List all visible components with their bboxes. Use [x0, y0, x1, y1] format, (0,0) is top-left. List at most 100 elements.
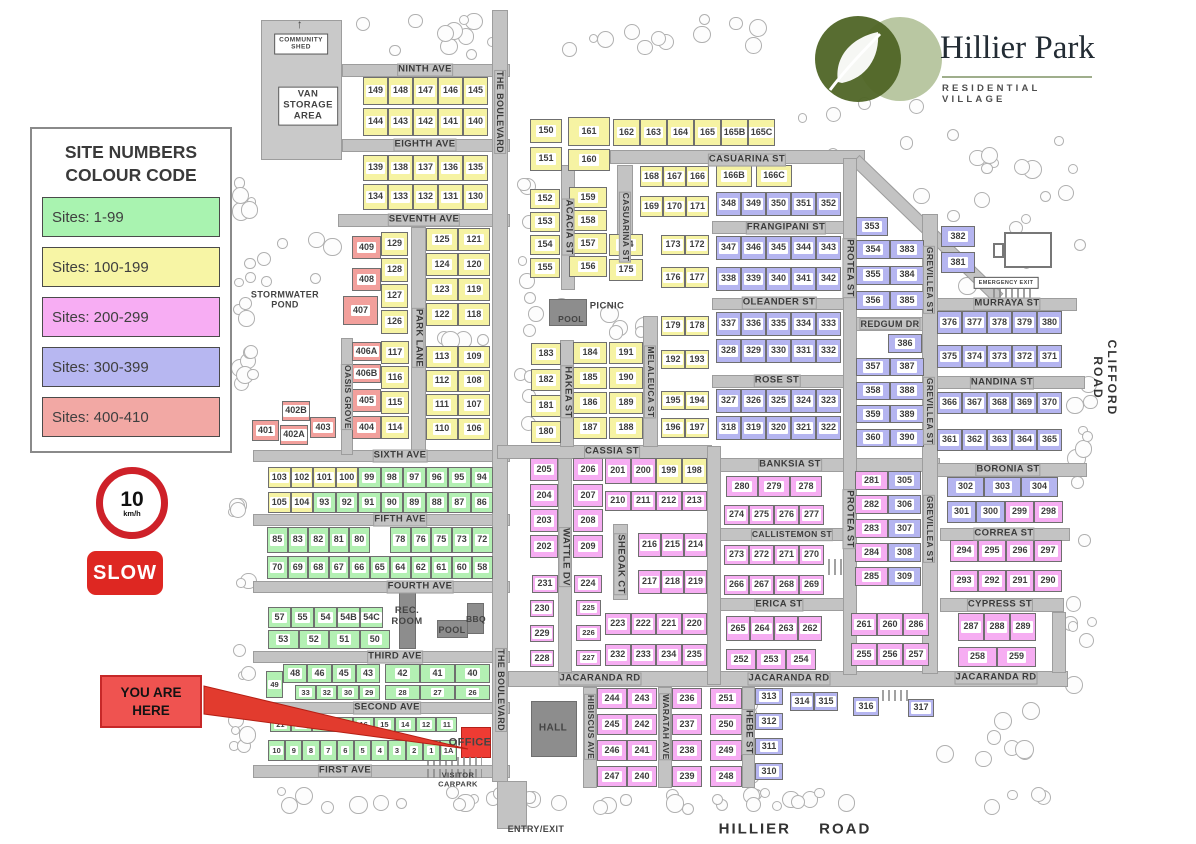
site-179: 179	[661, 316, 685, 336]
site-number: 204	[534, 489, 554, 501]
site-number: 1A	[441, 745, 456, 756]
site-number: 64	[393, 561, 408, 574]
tree-icon	[981, 163, 993, 175]
label-sixth-ave: SIXTH AVE	[372, 449, 428, 463]
site-361: 361	[937, 429, 962, 451]
site-number: 8	[306, 745, 316, 756]
site-number: 205	[534, 463, 554, 476]
site-380: 380	[1037, 311, 1062, 334]
site-number: 42	[395, 667, 410, 680]
site-86: 86	[470, 492, 493, 513]
site-40: 40	[455, 664, 490, 683]
site-167: 167	[663, 166, 686, 187]
site-number: 235	[684, 649, 704, 661]
site-120: 120	[458, 253, 490, 276]
site-number: 346	[743, 242, 764, 254]
site-number: 129	[384, 238, 405, 250]
building	[1004, 232, 1052, 268]
site-260: 260	[877, 613, 903, 636]
site-number: 10	[270, 745, 283, 756]
tree-icon	[935, 745, 954, 764]
site-42: 42	[385, 664, 420, 683]
site-221: 221	[656, 613, 682, 635]
site-283: 283	[855, 519, 888, 538]
tree-icon	[240, 665, 256, 681]
site-number: 152	[535, 193, 555, 205]
site-number: 302	[955, 481, 976, 493]
site-number: 176	[663, 271, 683, 284]
site-150: 150	[530, 119, 562, 143]
site-number: 29	[363, 687, 376, 698]
site-157: 157	[569, 233, 607, 254]
site-401: 401	[252, 420, 279, 441]
site-123: 123	[426, 278, 458, 301]
site-85: 85	[267, 527, 288, 553]
site-number: 189	[616, 397, 636, 409]
site-88: 88	[425, 492, 448, 513]
site-154: 154	[530, 235, 560, 255]
site-147: 147	[413, 77, 438, 105]
label-emergency-exit: EMERGENCY EXIT	[973, 276, 1039, 290]
site-number: 50	[367, 633, 382, 646]
site-155: 155	[530, 258, 560, 278]
site-number: 309	[894, 570, 915, 583]
site-number: 133	[390, 191, 411, 203]
tree-icon	[759, 787, 771, 799]
site-number: 111	[432, 399, 452, 411]
site-286: 286	[903, 613, 929, 636]
site-number: 274	[726, 509, 747, 521]
site-57: 57	[268, 607, 291, 628]
site-153: 153	[530, 212, 560, 232]
site-271: 271	[774, 545, 799, 565]
label-van-storage-area: VAN STORAGE AREA	[278, 86, 338, 126]
site-73: 73	[451, 527, 472, 553]
site-201: 201	[605, 458, 631, 484]
site-number: 317	[911, 702, 931, 714]
site-number: 365	[1039, 434, 1060, 446]
site-number: 51	[337, 633, 352, 646]
tree-icon	[983, 799, 1000, 816]
site-372: 372	[1012, 345, 1037, 368]
site-number: 115	[385, 396, 405, 409]
label-stormwater-pond: STORMWATER POND	[250, 289, 320, 310]
site-366: 366	[937, 392, 962, 414]
site-number: 150	[536, 125, 556, 137]
site-number: 4	[375, 745, 384, 756]
site-number: 311	[759, 740, 779, 753]
site-number: 330	[768, 345, 789, 357]
label-erica-st: ERICA ST	[754, 598, 804, 612]
tree-icon	[388, 44, 401, 57]
label-picnic: PICNIC	[589, 300, 625, 312]
site-3: 3	[388, 740, 406, 761]
site-9: 9	[285, 740, 303, 761]
site-number: 125	[432, 233, 452, 246]
site-238: 238	[672, 740, 702, 761]
site-8: 8	[302, 740, 320, 761]
tree-icon	[975, 750, 992, 768]
site-164: 164	[667, 119, 694, 146]
site-number: 314	[792, 695, 812, 708]
site-number: 54C	[361, 611, 382, 624]
site-number: 284	[861, 546, 882, 559]
site-252: 252	[726, 649, 756, 670]
label--: ↑	[296, 17, 304, 32]
tree-icon	[355, 17, 370, 32]
site-52: 52	[298, 630, 329, 649]
site-number: 18	[315, 719, 329, 730]
site-239: 239	[672, 766, 702, 787]
label-banksia-st: BANKSIA ST	[758, 458, 822, 472]
site-number: 153	[535, 216, 555, 228]
tree-icon	[280, 796, 299, 815]
tree-icon	[592, 799, 609, 816]
site-number: 165B	[721, 126, 748, 139]
site-number: 273	[726, 549, 747, 561]
label-entry-exit: ENTRY/EXIT	[507, 823, 565, 834]
site-14: 14	[394, 717, 416, 732]
tree-icon	[233, 643, 247, 657]
site-number: 102	[292, 471, 312, 484]
site-172: 172	[685, 235, 709, 255]
site-number: 301	[951, 506, 972, 518]
site-number: 55	[295, 611, 310, 624]
site-number: 352	[818, 198, 839, 210]
